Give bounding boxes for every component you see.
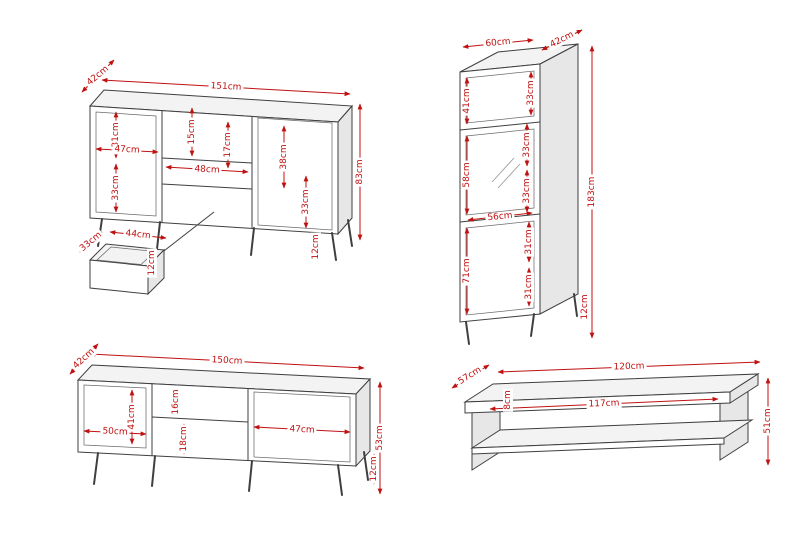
dim-cabinet-shelf-b: 31cm [524, 272, 534, 302]
drawer-callout-line [159, 211, 215, 255]
dim-cabinet-leg: 12cm [580, 292, 590, 322]
furniture-leg [465, 321, 470, 345]
dim-table-height: 51cm [763, 406, 773, 436]
dim-drawer-height: 12cm [147, 248, 157, 278]
furniture-leg [347, 219, 353, 247]
dim-cabinet-height: 183cm [587, 174, 597, 210]
table-shelf-front [471, 437, 725, 455]
glass-reflection-mark [491, 157, 515, 183]
furniture-leg [573, 293, 578, 317]
furniture-leg [93, 452, 99, 485]
dim-sideboard-height: 83cm [355, 157, 365, 187]
dim-sideboard-left-door: 33cm [111, 173, 121, 203]
sideboard-drawer-front [161, 183, 253, 190]
dim-tv-height: 53cm [375, 423, 385, 453]
furniture-leg [337, 464, 343, 496]
sideboard-right-door [257, 117, 333, 231]
tv-stand-right-door [253, 391, 351, 463]
dim-sideboard-right-inner: 38cm [279, 142, 289, 172]
dim-table-width: 120cm [611, 361, 647, 373]
furniture-leg [331, 232, 337, 261]
dim-tv-leg: 12cm [369, 454, 379, 484]
furniture-leg [250, 227, 255, 256]
tv-stand-shelf [151, 416, 249, 423]
cabinet-side-face [539, 43, 579, 315]
dim-sideboard-shelf-upper: 15cm [187, 117, 197, 147]
glass-reflection-mark [497, 163, 521, 189]
sideboard-side-face [337, 104, 353, 236]
dim-cabinet-top-door: 33cm [526, 78, 536, 108]
dim-cabinet-upper-inner: 33cm [522, 130, 532, 160]
dim-tv-right-width: 47cm [287, 424, 317, 436]
furniture-leg [363, 451, 369, 481]
drawer-front-face [89, 259, 149, 295]
dim-sideboard-mid-width: 48cm [192, 164, 222, 176]
tv-stand-front-face [77, 379, 357, 467]
dim-tv-shelf-lower: 18cm [179, 424, 189, 454]
tv-stand-side-face [355, 377, 371, 468]
tv-stand-left-door [83, 384, 147, 449]
dim-sideboard-leg: 12cm [311, 232, 321, 262]
sideboard-shelf [161, 157, 253, 164]
dim-tv-width: 150cm [209, 355, 245, 367]
dim-sideboard-right-door: 33cm [301, 187, 311, 217]
dim-cabinet-shelf-a: 31cm [524, 227, 534, 257]
dim-cabinet-top-inner: 41cm [462, 86, 472, 116]
dim-table-inner-width: 117cm [586, 398, 622, 410]
dim-sideboard-left-width: 47cm [112, 144, 142, 156]
dim-cabinet-bottom-inner: 71cm [462, 256, 472, 286]
dim-sideboard-shelf-lower: 17cm [223, 130, 233, 160]
dim-cabinet-mid-left: 58cm [462, 160, 472, 190]
dim-tv-shelf-upper: 16cm [171, 387, 181, 417]
furniture-leg [530, 313, 535, 337]
coffee-table-drawing [451, 359, 771, 471]
dim-cabinet-mid-inner: 33cm [522, 176, 532, 206]
cabinet-divider [459, 121, 541, 131]
furniture-leg [151, 455, 156, 487]
cabinet-drawing [459, 29, 595, 345]
sideboard-left-door [95, 111, 157, 217]
furniture-leg [156, 221, 161, 250]
tv-stand-drawing [69, 343, 383, 496]
dim-tv-left-width: 50cm [100, 426, 130, 438]
dim-table-top-thickness: 8cm [503, 388, 513, 412]
furniture-leg [248, 460, 253, 492]
dim-sideboard-width: 151cm [208, 81, 244, 93]
